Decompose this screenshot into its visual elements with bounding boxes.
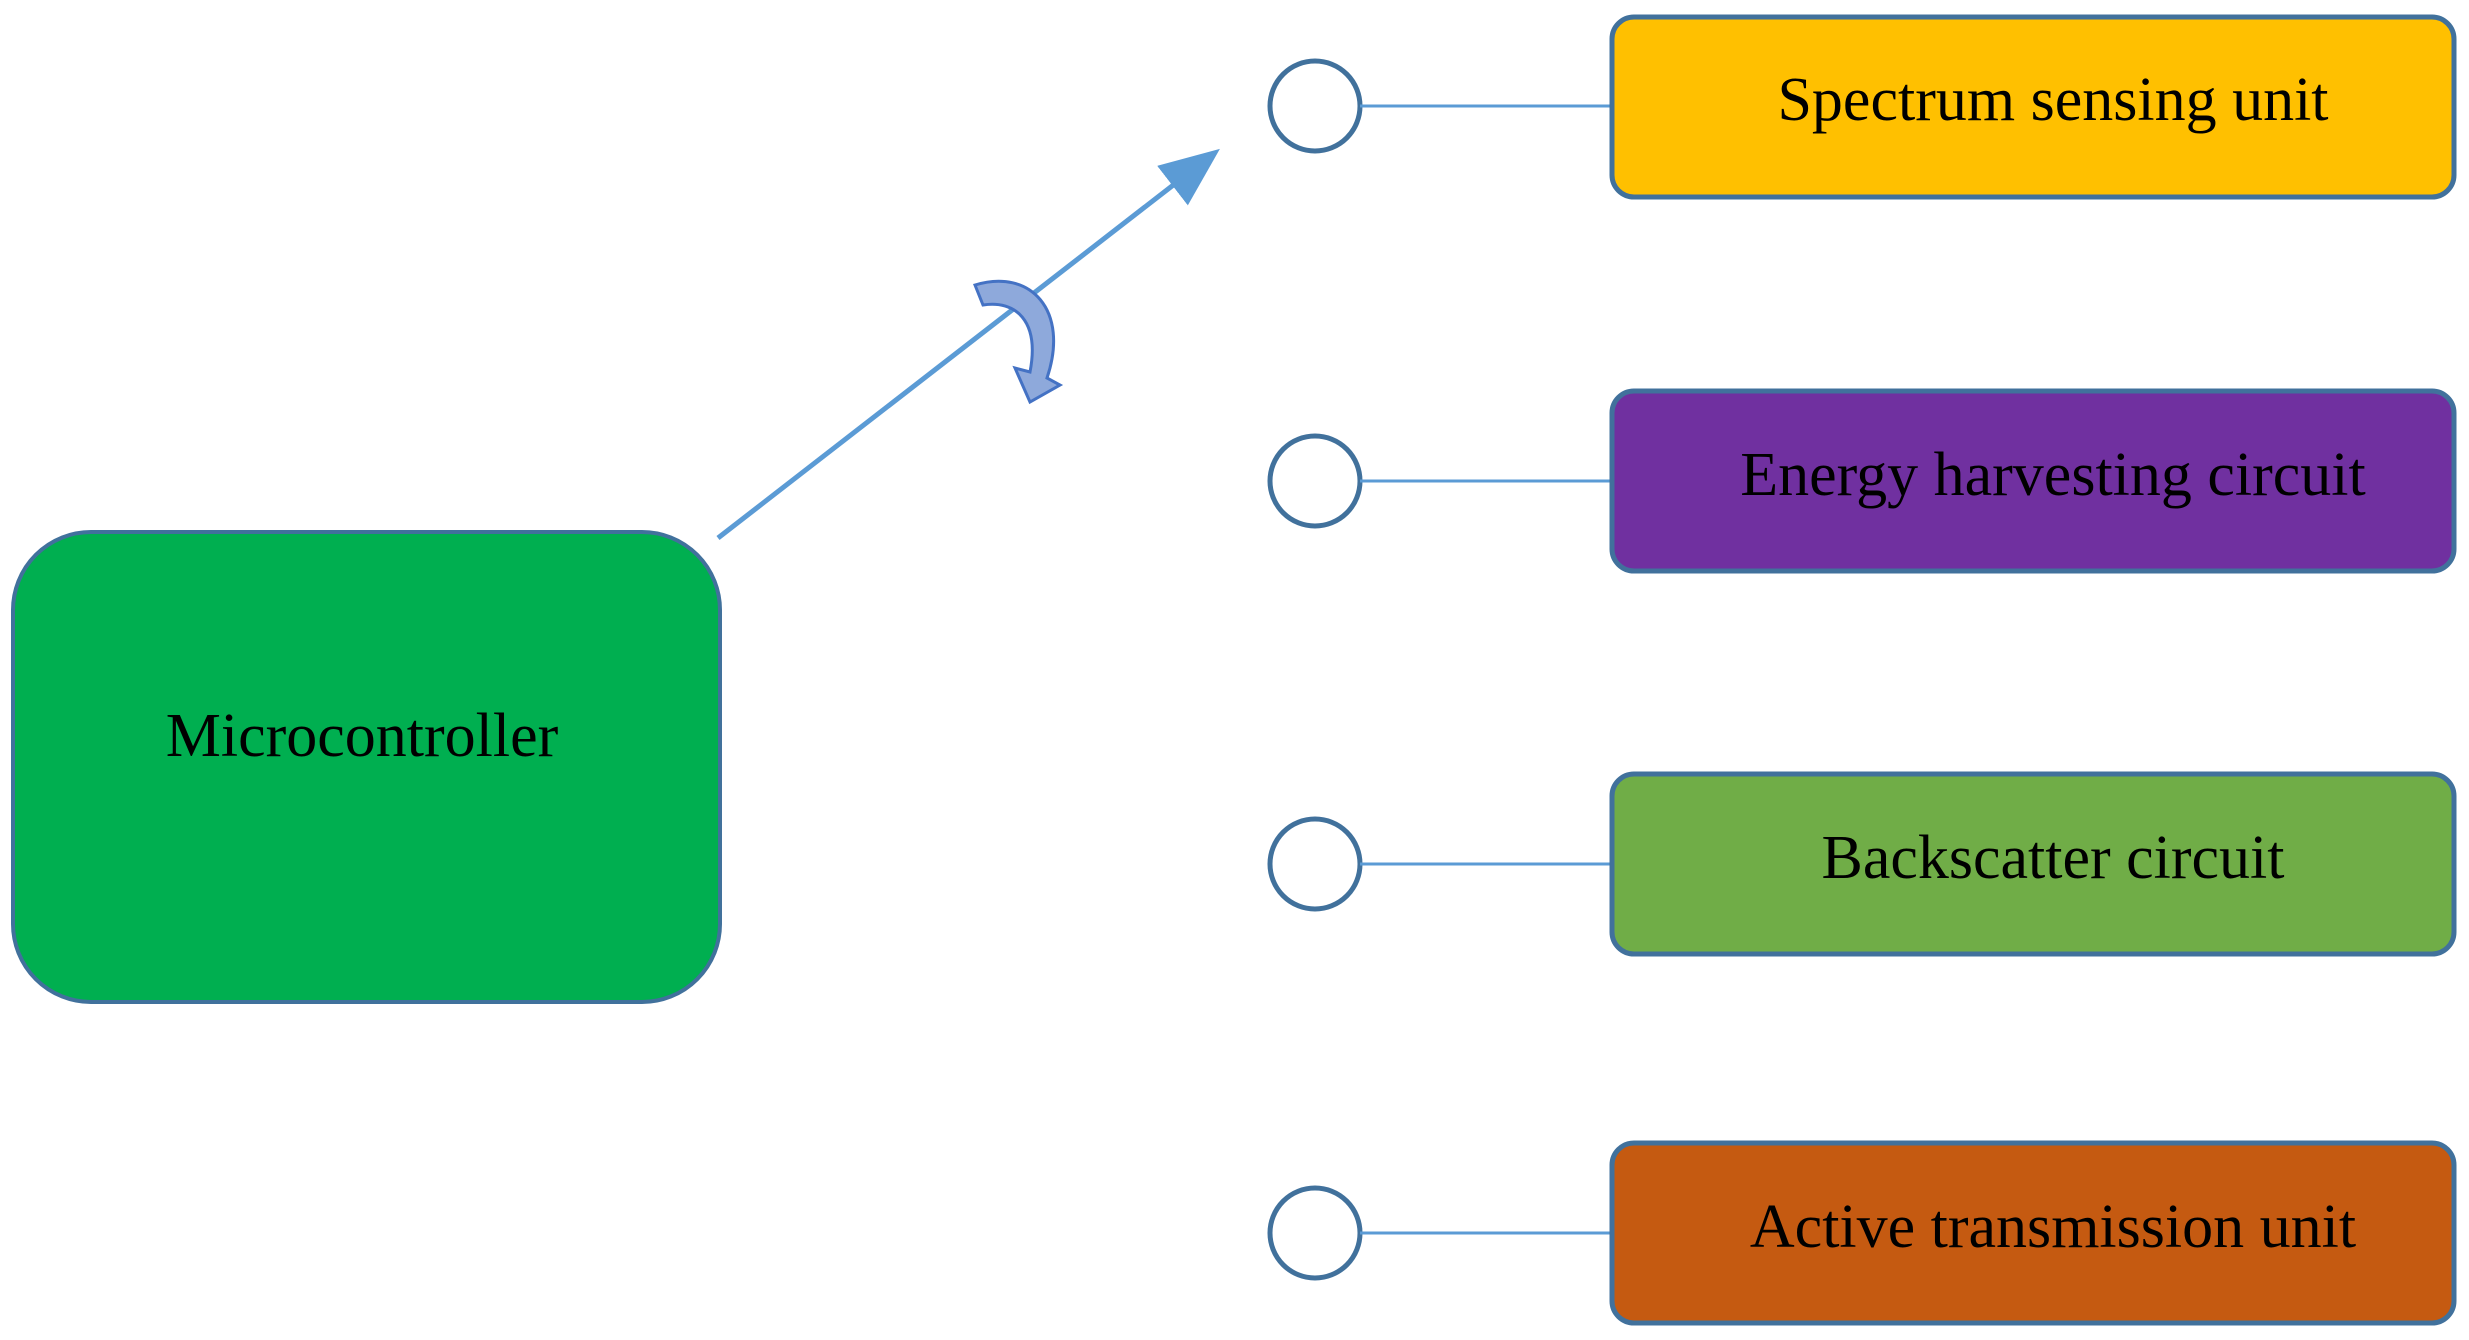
terminal-circle-icon	[1267, 433, 1363, 529]
terminal-circle-icon	[1267, 816, 1363, 912]
rotation-curved-arrow-icon	[973, 279, 1064, 405]
module-row-2: Energy harvesting circuit	[1267, 388, 2457, 574]
microcontroller-block: Microcontroller	[11, 530, 722, 1004]
module-label: Active transmission unit	[1750, 1193, 2356, 1261]
module-box-energy-harvesting-circuit	[1609, 388, 2457, 574]
terminal-circle-icon	[1267, 58, 1363, 154]
module-box-backscatter-circuit	[1609, 771, 2457, 957]
module-row-3: Backscatter circuit	[1267, 771, 2457, 957]
terminal-circle-icon	[1267, 1185, 1363, 1281]
module-label: Energy harvesting circuit	[1740, 441, 2366, 509]
module-box-active-transmission-unit	[1609, 1140, 2457, 1326]
module-row-4: Active transmission unit	[1267, 1140, 2457, 1326]
switch-arm-arrow-icon	[716, 148, 1220, 540]
microcontroller-label: Microcontroller	[166, 702, 559, 770]
module-box-spectrum-sensing-unit	[1609, 14, 2457, 200]
microcontroller-box	[11, 530, 722, 1004]
module-row-1: Spectrum sensing unit	[1267, 14, 2457, 200]
module-label: Backscatter circuit	[1821, 824, 2284, 892]
module-label: Spectrum sensing unit	[1777, 66, 2328, 134]
